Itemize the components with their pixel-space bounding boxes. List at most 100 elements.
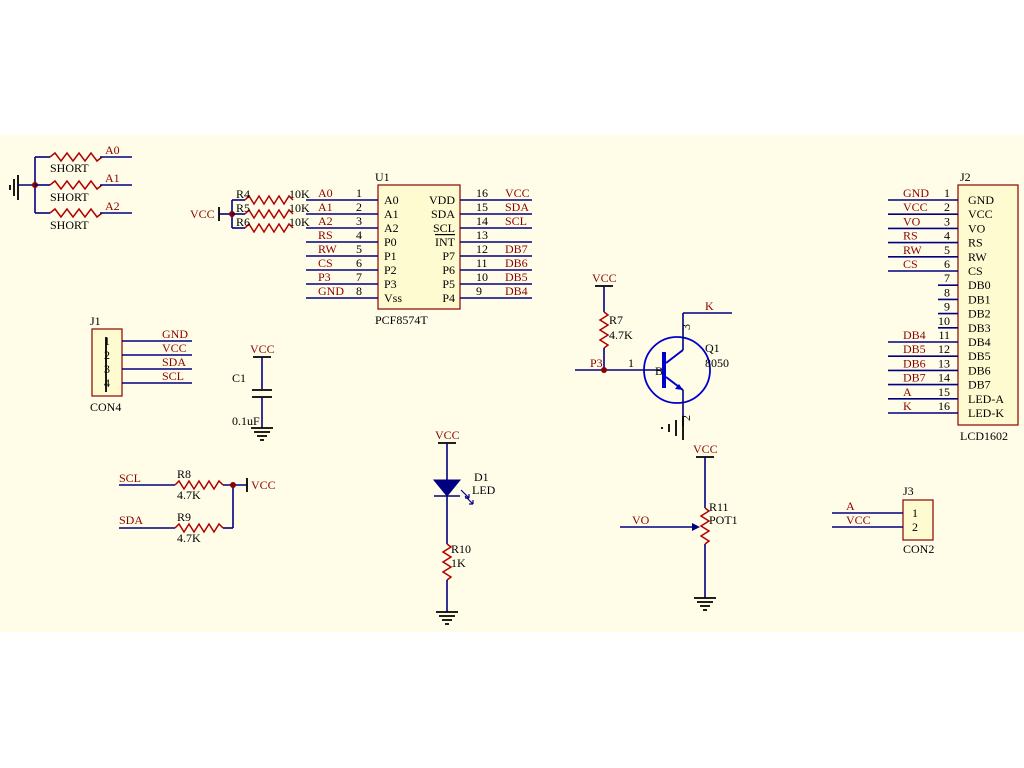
u1-right-pin-name: P5 [442, 277, 455, 291]
u1-left-pin-name: P0 [384, 235, 397, 249]
r4-value: 10K [289, 187, 310, 201]
j2-pin-net: DB6 [903, 356, 926, 370]
u1-left-pin-number: 3 [356, 214, 362, 228]
q1-collector-pin: 3 [679, 324, 693, 330]
u1-left-pin-number: 5 [356, 242, 362, 256]
j2-pin-net: DB7 [903, 371, 926, 385]
u1-left-net: P3 [318, 270, 331, 284]
r11-vcc-label: VCC [693, 442, 718, 456]
j2-pin-number: 4 [944, 229, 950, 243]
short-jumpers: A0 A1 A2 SHORT SHORT SHORT [9, 143, 132, 232]
d1-led-branch: VCC D1 LED R10 1K [432, 428, 496, 625]
u1-right-pin-number: 9 [476, 284, 482, 298]
u1-right-net: VCC [505, 186, 530, 200]
j2-pin-name: DB0 [968, 278, 991, 292]
c1-value: 0.1uF [232, 414, 260, 428]
u1-left-net: GND [318, 284, 344, 298]
u1-right-pin-number: 10 [476, 270, 488, 284]
u1-left-net: CS [318, 256, 333, 270]
j3-pin-net: VCC [846, 513, 871, 527]
j1-pin-number: 1 [104, 334, 110, 348]
u1-right-net: SDA [505, 200, 529, 214]
u1-left-net: RW [318, 242, 337, 256]
j2-pin-name: VO [968, 221, 986, 235]
r7-vcc-label: VCC [592, 271, 617, 285]
j2-pin-name: DB4 [968, 335, 991, 349]
u1-right-pin-name: P4 [442, 291, 455, 305]
u1-right-pin-number: 11 [476, 256, 488, 270]
u1-right-pin-name: P6 [442, 263, 455, 277]
short-label-3: SHORT [50, 218, 89, 232]
u1-right-pin-number: 16 [476, 186, 488, 200]
u1-left-net: A1 [318, 200, 333, 214]
u1-right-net: DB7 [505, 242, 528, 256]
r8-value: 4.7K [177, 488, 201, 502]
u1-left-pin-number: 6 [356, 256, 362, 270]
j2-pin-net: K [903, 399, 912, 413]
q1-backlight-driver: VCC R7 4.7K P3 1 B Q1 8050 3 2 K [575, 271, 732, 440]
j2-pin-name: DB5 [968, 349, 991, 363]
r6-ref: R6 [236, 215, 250, 229]
j2-pin-number: 10 [938, 314, 950, 328]
j2-pin-number: 15 [938, 385, 950, 399]
u1-left-pin-name: P3 [384, 277, 397, 291]
r4-ref: R4 [236, 187, 250, 201]
address-pullups: VCC R4 R5 R6 10K 10K 10K [190, 187, 310, 234]
j2-part: LCD1602 [960, 429, 1008, 443]
u1-left-pin-number: 2 [356, 200, 362, 214]
r6-value: 10K [289, 215, 310, 229]
q1-base-pin: 1 [628, 356, 634, 370]
u1-left-pin-number: 1 [356, 186, 362, 200]
j2-pin-net: GND [903, 186, 929, 200]
ground-icon [9, 175, 19, 200]
j3-pin-number: 2 [912, 520, 918, 534]
j2-pin-net: RW [903, 243, 922, 257]
j2-pin-name: VCC [968, 207, 993, 221]
u1-ref: U1 [375, 170, 390, 184]
q1-collector-net: K [705, 299, 714, 313]
r11-part: POT1 [709, 513, 738, 527]
u1-left-pin-name: Vss [384, 291, 402, 305]
j2-pin-number: 5 [944, 243, 950, 257]
j2-pin-net: VO [903, 214, 921, 228]
j3-pin-number: 1 [912, 506, 918, 520]
r7-net-label: P3 [590, 356, 603, 370]
r9-net: SDA [119, 513, 143, 527]
u1-left-pin-name: P1 [384, 249, 397, 263]
j2-pin-number: 3 [944, 214, 950, 228]
q1-part: 8050 [705, 356, 729, 370]
j1-pin-number: 3 [104, 362, 110, 376]
c1-ref: C1 [232, 371, 246, 385]
pullup-vcc: VCC [251, 478, 276, 492]
j2-pin-number: 12 [938, 342, 950, 356]
r5-ref: R5 [236, 201, 250, 215]
j2-pin-name: CS [968, 264, 983, 278]
pullup-vcc-label: VCC [190, 207, 215, 221]
r11-potentiometer: VCC VO R11 POT1 [620, 442, 738, 611]
j2-pin-name: RW [968, 250, 987, 264]
j2-pin-net: DB5 [903, 342, 926, 356]
npn-transistor-icon [643, 336, 711, 404]
j2-pin-net: A [903, 385, 912, 399]
r11-net: VO [632, 513, 650, 527]
j1-pin-net: VCC [162, 341, 187, 355]
j3-pins: 1 A 2 VCC [832, 499, 918, 534]
ground-icon [251, 427, 273, 441]
u1-right-pin-name: VDD [429, 193, 455, 207]
q1-emitter-pin: 2 [679, 415, 693, 421]
short-label-2: SHORT [50, 190, 89, 204]
short-label-1: SHORT [50, 161, 89, 175]
d1-vcc-label: VCC [435, 428, 460, 442]
j2-pin-name: LED-K [968, 406, 1004, 420]
j3-pin-net: A [846, 499, 855, 513]
j3-part: CON2 [903, 542, 934, 556]
j2-pin-net: VCC [903, 200, 928, 214]
j2-ref: J2 [960, 170, 971, 184]
q1-base-label: B [655, 364, 663, 378]
j2-pin-number: 9 [944, 300, 950, 314]
